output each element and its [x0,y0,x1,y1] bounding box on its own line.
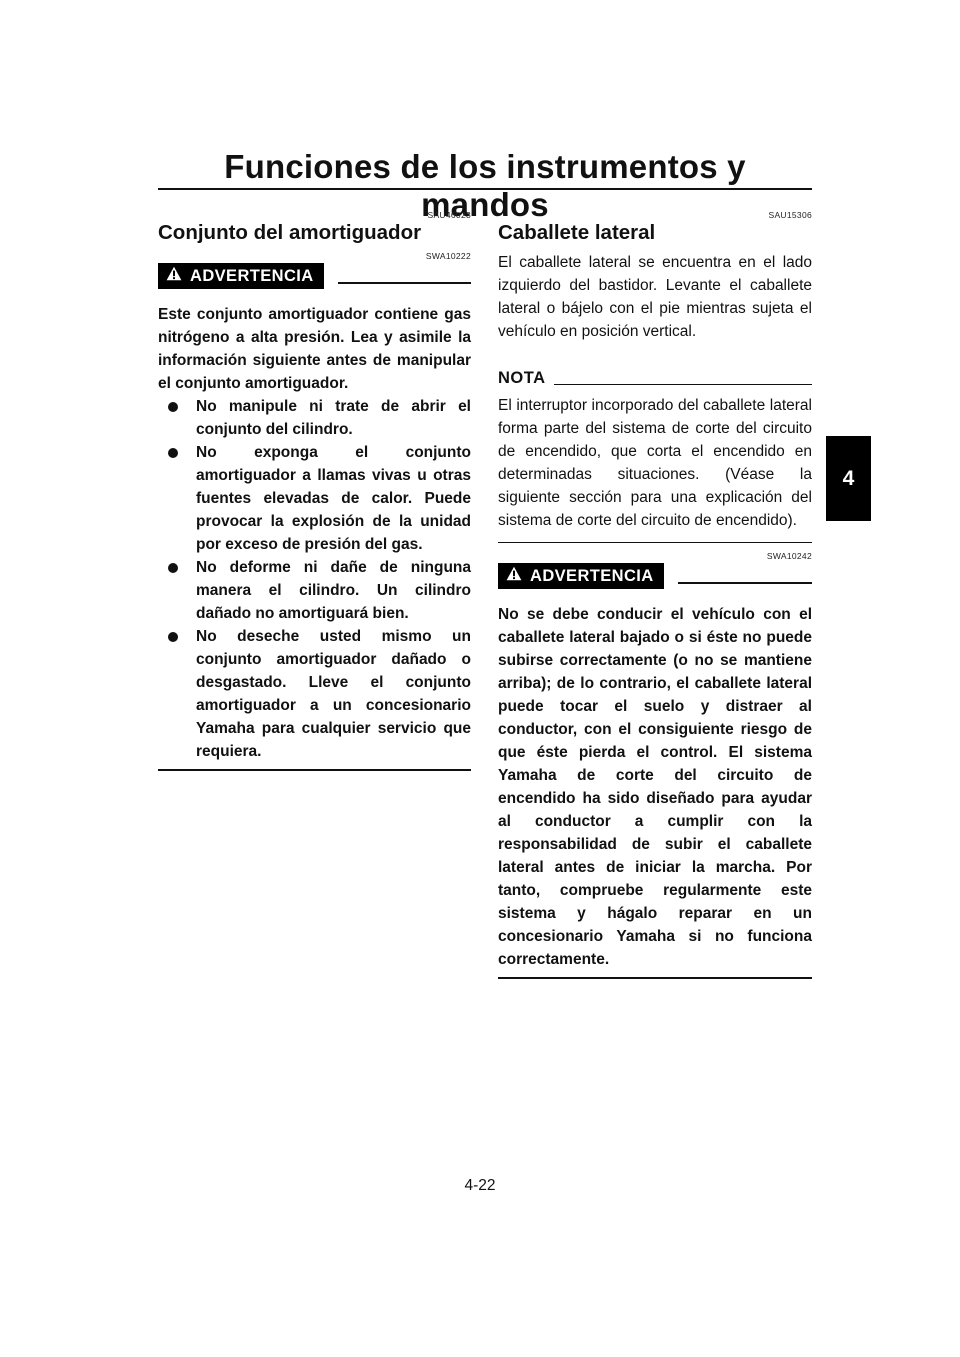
list-item: No exponga el conjunto amortiguador a ll… [158,441,471,556]
note-header: NOTA [498,369,812,388]
warning-triangle-icon [506,566,522,586]
warning-header: ADVERTENCIA [158,263,471,289]
warning-badge: ADVERTENCIA [498,563,664,589]
warning-rule [677,582,812,584]
warning-text: No se debe conducir el vehículo con el c… [498,606,812,968]
list-item: No deforme ni dañe de ninguna manera el … [158,556,471,625]
list-item: No deseche usted mismo un conjunto amort… [158,625,471,763]
body-text: El caballete lateral se encuentra en el … [498,254,812,340]
header-rule [158,188,812,190]
left-column: SAU46023 Conjunto del amortiguador SWA10… [158,210,471,771]
section-title-sidestand: Caballete lateral [498,221,656,244]
warning-bullet-list: No manipule ni trate de abrir el conjunt… [158,395,471,763]
warning-label: ADVERTENCIA [530,566,654,585]
warning-rule [337,282,471,284]
list-item: No manipule ni trate de abrir el conjunt… [158,395,471,441]
chapter-tab: 4 [826,436,871,521]
bullet-icon [168,448,178,458]
bullet-icon [168,563,178,573]
warning-end-rule [158,769,471,771]
page-number: 4-22 [464,1177,496,1194]
warning-text: Este conjunto amortiguador contiene gas … [158,306,471,392]
warning-code: SWA10222 [425,251,471,261]
warning-badge: ADVERTENCIA [158,263,324,289]
page-title: Funciones de los instrumentos y mandos [224,148,746,223]
note-text: El interruptor incorporado del caballete… [498,397,812,529]
bullet-icon [168,402,178,412]
note-end-rule [498,542,812,543]
note-rule [553,384,812,385]
section-code: SAU15306 [768,210,812,220]
warning-label: ADVERTENCIA [190,266,314,285]
warning-code: SWA10242 [766,551,812,561]
right-column: SAU15306 Caballete lateral El caballete … [498,210,812,979]
note-label: NOTA [498,369,546,387]
warning-header: ADVERTENCIA [498,563,812,589]
bullet-icon [168,632,178,642]
warning-end-rule [498,977,812,979]
section-title-shock-absorber: Conjunto del amortiguador [158,221,422,244]
warning-triangle-icon [166,266,182,286]
section-code: SAU46023 [427,210,471,220]
